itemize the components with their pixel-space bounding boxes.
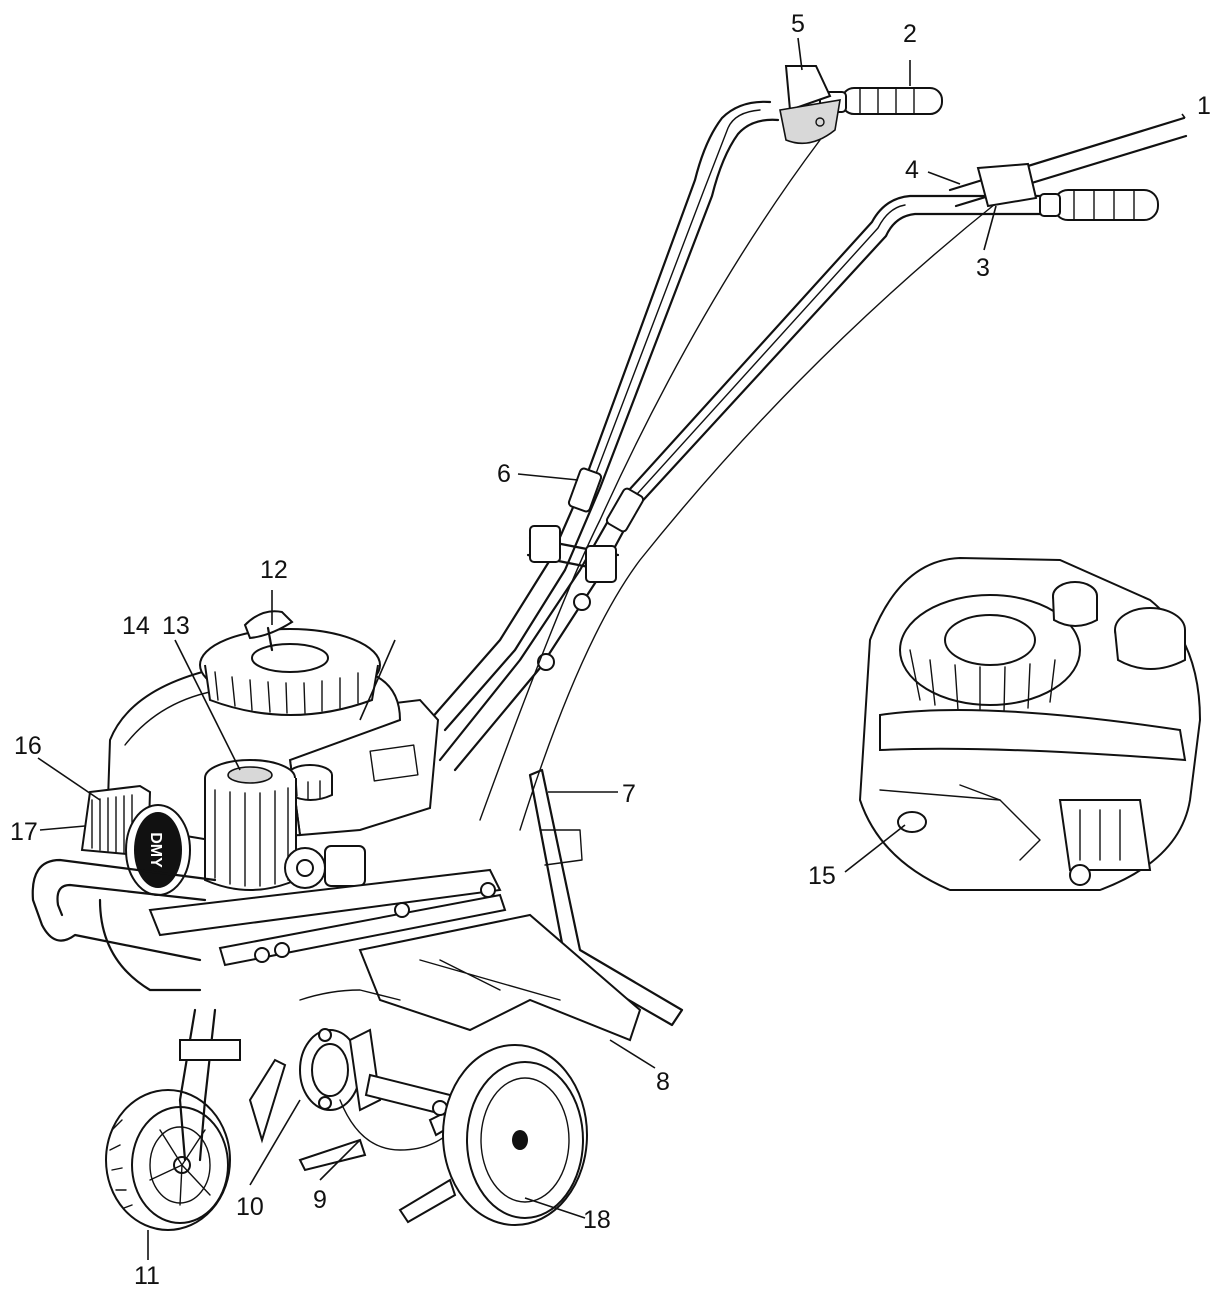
label-8: 8 <box>656 1068 670 1096</box>
air-filter <box>204 759 297 891</box>
label-3: 3 <box>976 254 990 282</box>
label-9: 9 <box>313 1186 327 1214</box>
label-2: 2 <box>903 20 917 48</box>
label-4: 4 <box>905 156 919 184</box>
clutch-lever <box>948 116 1188 208</box>
leader-lines <box>37 37 1186 1260</box>
label-14: 14 <box>122 612 150 640</box>
rear-wheel <box>442 1044 588 1226</box>
label-18: 18 <box>583 1206 611 1234</box>
front-wheel <box>105 1089 231 1231</box>
frame-bar <box>148 868 507 967</box>
handlebar-right <box>438 194 1062 772</box>
handlebar-left <box>428 100 780 732</box>
label-1: 1 <box>1197 92 1211 120</box>
grip-right <box>1039 189 1159 221</box>
cross-bar <box>526 525 620 671</box>
part-labels: 1 2 3 4 5 6 7 8 9 10 11 12 13 14 15 16 1… <box>10 10 1211 1290</box>
fuel-cap <box>287 764 333 801</box>
recoil-starter <box>199 628 381 716</box>
carburetor <box>284 845 366 889</box>
gearbox <box>299 1028 382 1112</box>
control-cables <box>479 139 1001 831</box>
label-13: 13 <box>162 612 190 640</box>
label-11: 11 <box>134 1262 160 1290</box>
engine-logo-badge: DMY <box>125 804 191 896</box>
front-bumper <box>31 858 217 992</box>
starter-handle <box>243 610 294 652</box>
grip-left <box>819 87 943 115</box>
label-6: 6 <box>497 460 511 488</box>
throttle-lever <box>779 65 841 145</box>
label-15: 15 <box>808 862 836 890</box>
label-16: 16 <box>14 732 42 760</box>
tine-shield <box>358 913 642 1042</box>
handle-clamp <box>567 467 645 533</box>
label-10: 10 <box>236 1193 264 1221</box>
label-12: 12 <box>260 556 288 584</box>
label-5: 5 <box>791 10 805 38</box>
inset-detail <box>858 556 1202 891</box>
label-7: 7 <box>622 780 636 808</box>
wheel-fork <box>178 1008 241 1162</box>
engine-logo-text: DMY <box>147 832 164 868</box>
label-17: 17 <box>10 818 38 846</box>
